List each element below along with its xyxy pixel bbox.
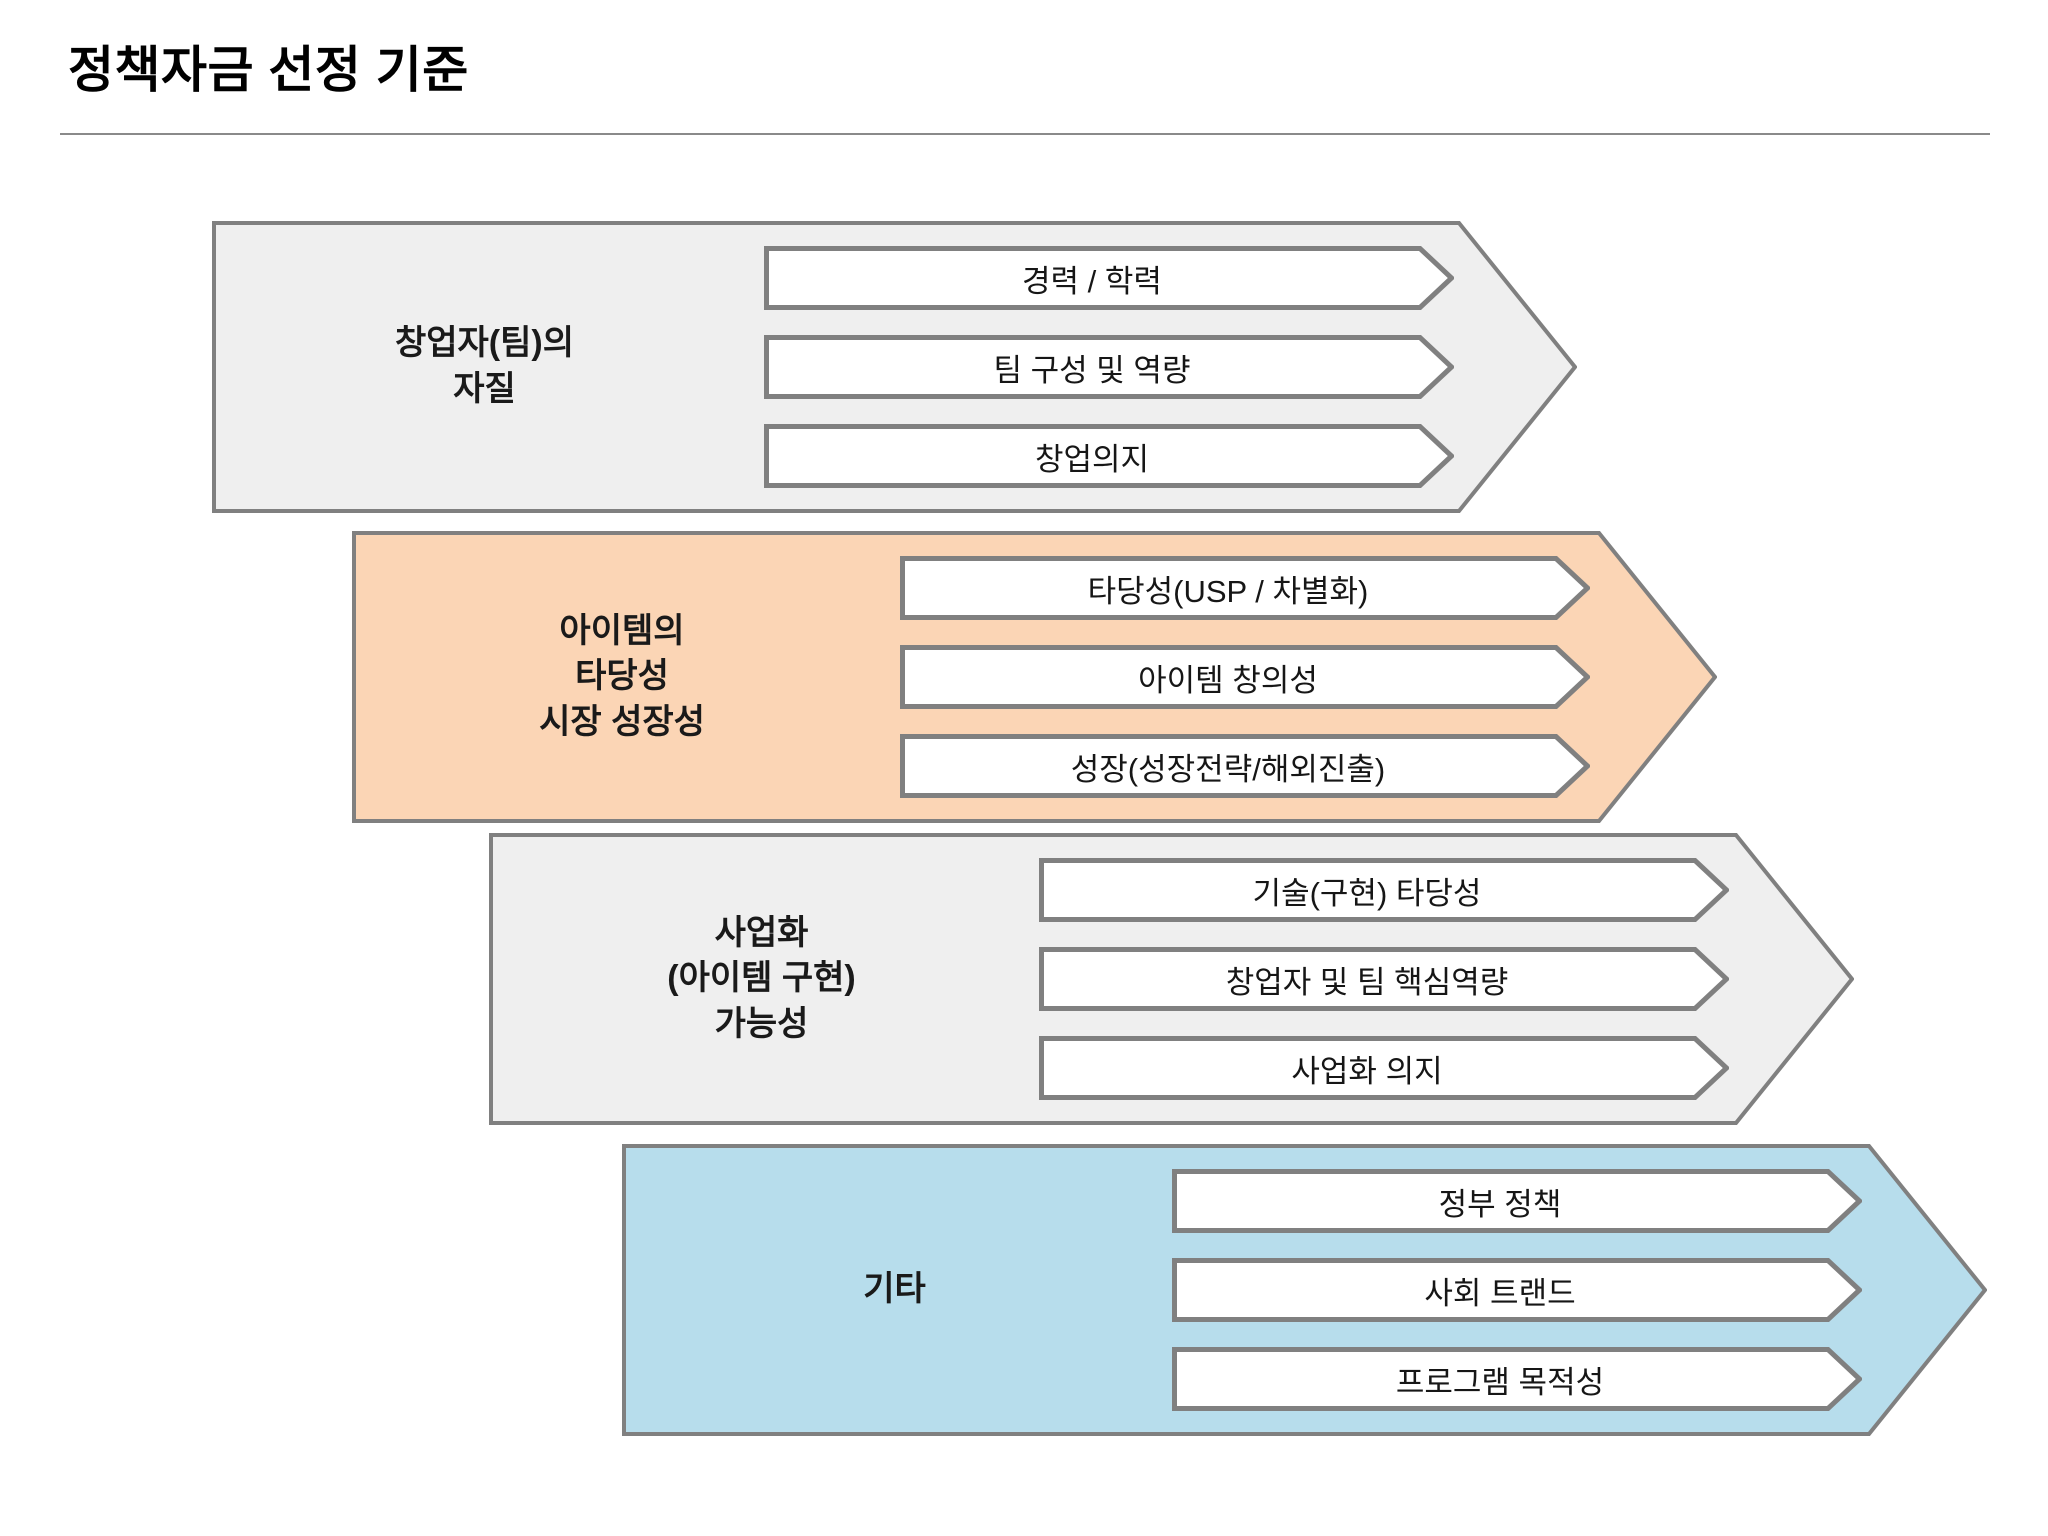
item-label: 팀 구성 및 역량 bbox=[993, 352, 1191, 388]
criteria-item[interactable]: 프로그램 목적성 bbox=[1172, 1347, 1862, 1411]
criteria-item[interactable]: 창업자 및 팀 핵심역량 bbox=[1039, 947, 1729, 1011]
item-chevron-shape bbox=[900, 556, 1590, 620]
criteria-item[interactable]: 타당성(USP / 차별화) bbox=[900, 556, 1590, 620]
item-label: 경력 / 학력 bbox=[1022, 263, 1162, 299]
criteria-item[interactable]: 창업의지 bbox=[764, 424, 1454, 488]
item-label: 사업화 의지 bbox=[1291, 1053, 1443, 1089]
row-category-label: 아이템의 타당성 시장 성장성 bbox=[539, 611, 705, 741]
criteria-item[interactable]: 정부 정책 bbox=[1172, 1169, 1862, 1233]
item-chevron-shape bbox=[1039, 1036, 1729, 1100]
item-chevron-shape bbox=[764, 335, 1454, 399]
item-label: 정부 정책 bbox=[1438, 1186, 1562, 1222]
row-category-label: 창업자(팀)의 자질 bbox=[394, 324, 575, 408]
item-label: 기술(구현) 타당성 bbox=[1252, 875, 1482, 911]
criteria-item[interactable]: 사업화 의지 bbox=[1039, 1036, 1729, 1100]
item-chevron-shape bbox=[900, 734, 1590, 798]
item-chevron-shape bbox=[900, 645, 1590, 709]
criteria-item[interactable]: 기술(구현) 타당성 bbox=[1039, 858, 1729, 922]
item-label: 창업자 및 팀 핵심역량 bbox=[1225, 964, 1509, 1000]
criteria-item[interactable]: 팀 구성 및 역량 bbox=[764, 335, 1454, 399]
title-divider bbox=[60, 133, 1990, 135]
criteria-item[interactable]: 아이템 창의성 bbox=[900, 645, 1590, 709]
item-label: 사회 트랜드 bbox=[1424, 1275, 1576, 1311]
item-chevron-shape bbox=[1172, 1258, 1862, 1322]
item-chevron-shape bbox=[1172, 1169, 1862, 1233]
item-label: 창업의지 bbox=[1034, 441, 1150, 477]
item-chevron-shape bbox=[1039, 858, 1729, 922]
row-category-label: 기타 bbox=[863, 1270, 926, 1309]
item-chevron-shape bbox=[1172, 1347, 1862, 1411]
item-chevron-shape bbox=[764, 246, 1454, 310]
item-chevron-shape bbox=[1039, 947, 1729, 1011]
title-block: 정책자금 선정 기준 bbox=[0, 0, 2048, 140]
item-label: 성장(성장전략/해외진출) bbox=[1070, 751, 1386, 787]
item-label: 아이템 창의성 bbox=[1138, 662, 1318, 698]
item-chevron-shape bbox=[764, 424, 1454, 488]
item-label: 프로그램 목적성 bbox=[1395, 1364, 1605, 1400]
criteria-item[interactable]: 경력 / 학력 bbox=[764, 246, 1454, 310]
criteria-item[interactable]: 성장(성장전략/해외진출) bbox=[900, 734, 1590, 798]
page-title: 정책자금 선정 기준 bbox=[68, 42, 469, 98]
item-label: 타당성(USP / 차별화) bbox=[1087, 573, 1369, 609]
row-category-label: 사업화 (아이템 구현) 가능성 bbox=[667, 913, 856, 1043]
criteria-item[interactable]: 사회 트랜드 bbox=[1172, 1258, 1862, 1322]
